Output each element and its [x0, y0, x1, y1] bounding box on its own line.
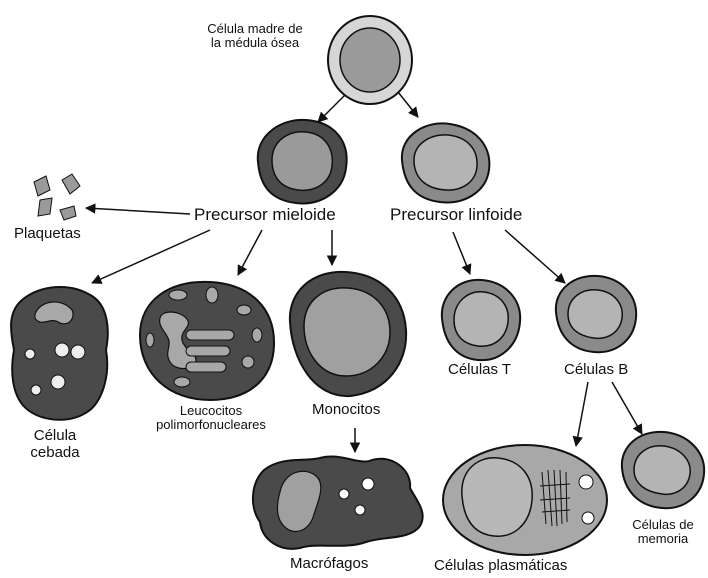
label-mast-cell: Célula cebada [10, 428, 100, 461]
label-myeloid-precursor: Precursor mieloide [194, 206, 336, 225]
label-memory-cells: Células de memoria [620, 518, 706, 547]
label-stem-cell: Célula madre de la médula ósea [180, 22, 330, 51]
arrow-myeloid-to-polymorphonuclear [238, 230, 262, 275]
b-cell [556, 276, 636, 352]
arrow-lymphoid-to-t [453, 232, 470, 274]
stem-cell [328, 16, 412, 104]
arrow-b-to-plasma [576, 382, 588, 446]
lymphoid-precursor-cell [402, 123, 489, 202]
label-polymorphonuclear-line-2: polimorfonucleares [126, 418, 296, 432]
label-stem-cell-line-1: Célula madre de [180, 22, 330, 36]
label-lymphoid-precursor: Precursor linfoide [390, 206, 522, 225]
label-polymorphonuclear-line-1: Leucocitos [126, 404, 296, 418]
monocyte [290, 272, 406, 396]
label-t-cells: Células T [448, 362, 511, 379]
arrow-myeloid-to-mast [92, 230, 210, 283]
arrow-stem-to-myeloid [318, 95, 345, 122]
arrow-myeloid-to-platelets [86, 208, 190, 214]
label-memory-cells-line-1: Células de [620, 518, 706, 532]
label-macrophages: Macrófagos [290, 556, 368, 573]
label-b-cells: Células B [564, 362, 628, 379]
label-mast-cell-line-1: Célula [10, 428, 100, 445]
plasma-cell [443, 445, 607, 555]
label-memory-cells-line-2: memoria [620, 532, 706, 546]
arrow-stem-to-lymphoid [398, 92, 418, 117]
myeloid-precursor-cell [258, 120, 347, 204]
polymorphonuclear-leukocyte [140, 282, 274, 400]
label-platelets: Plaquetas [14, 226, 81, 243]
mast-cell [11, 287, 108, 420]
label-monocytes: Monocitos [312, 402, 380, 419]
arrow-b-to-memory [612, 382, 642, 434]
label-polymorphonuclear: Leucocitos polimorfonucleares [126, 404, 296, 433]
platelets-icon [34, 174, 80, 220]
arrow-lymphoid-to-b [505, 230, 565, 283]
label-stem-cell-line-2: la médula ósea [180, 36, 330, 50]
macrophage [253, 456, 423, 548]
memory-cell [622, 432, 704, 508]
t-cell [442, 280, 520, 360]
label-plasma-cells: Células plasmáticas [434, 558, 567, 575]
label-mast-cell-line-2: cebada [10, 445, 100, 462]
